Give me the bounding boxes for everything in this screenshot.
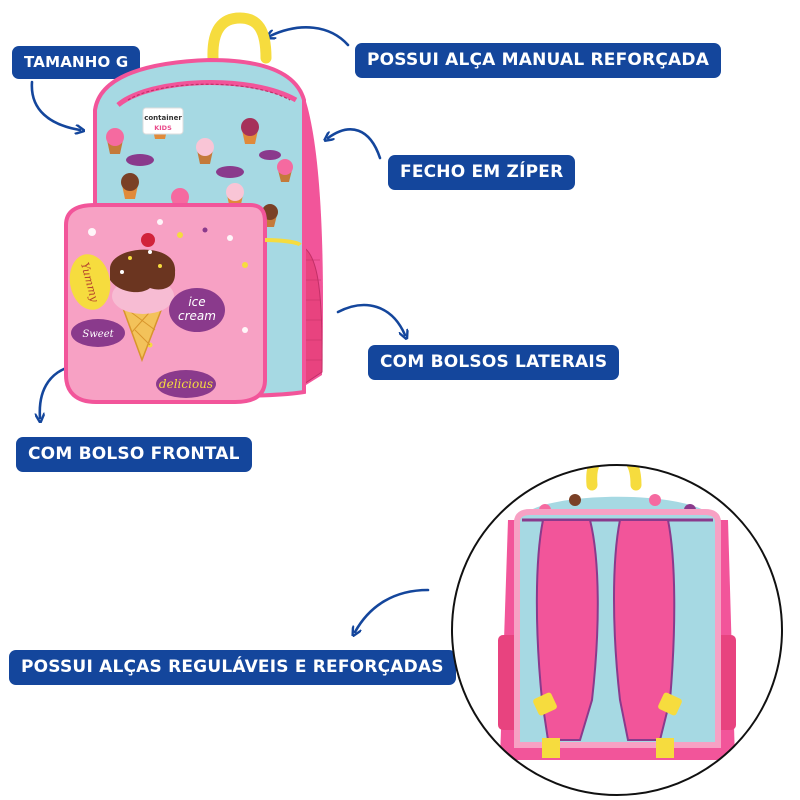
label-front-pocket: COM BOLSO FRONTAL	[16, 437, 252, 472]
brand-tag: container KIDS	[142, 107, 184, 135]
badge-yummy: Yummy	[69, 254, 111, 310]
arrow-size	[30, 80, 80, 130]
backpack-front: container KIDS	[64, 12, 323, 404]
label-straps: POSSUI ALÇAS REGULÁVEIS E REFORÇADAS	[9, 650, 456, 685]
left-strap	[535, 519, 599, 741]
svg-text:delicious: delicious	[159, 377, 213, 391]
svg-text:Sweet: Sweet	[82, 329, 114, 340]
backpack-back-view	[451, 464, 783, 796]
badge-delicious: delicious	[156, 370, 216, 398]
svg-text:ice: ice	[188, 295, 205, 309]
arrow-handle	[270, 26, 350, 47]
brand-name: container	[144, 114, 182, 122]
arrow-side-pockets	[336, 303, 405, 335]
ice-cream-illustration	[109, 233, 176, 363]
label-side-pockets: COM BOLSOS LATERAIS	[368, 345, 620, 380]
top-handle	[207, 12, 272, 64]
zipper	[116, 80, 298, 107]
label-size: TAMANHO G	[12, 46, 141, 79]
arrow-straps	[355, 588, 430, 632]
label-zipper: FECHO EM ZÍPER	[388, 155, 576, 190]
badge-ice-cream: ice cream	[169, 288, 225, 332]
brand-sub: KIDS	[154, 124, 172, 132]
badge-sweet: Sweet	[71, 319, 125, 347]
arrow-zipper	[328, 128, 382, 160]
label-handle: POSSUI ALÇA MANUAL REFORÇADA	[355, 43, 722, 78]
svg-text:cream: cream	[178, 309, 216, 323]
